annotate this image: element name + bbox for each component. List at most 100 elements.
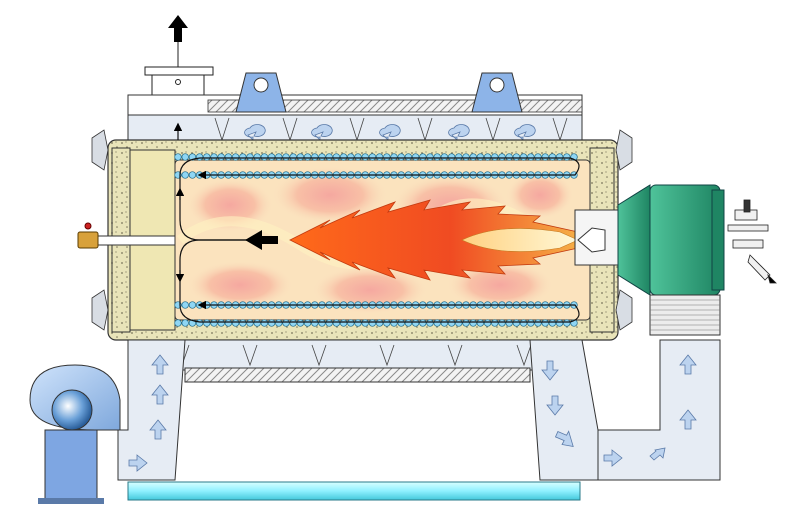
water-tube <box>505 319 513 327</box>
water-tube <box>181 301 189 309</box>
water-tube <box>397 153 405 161</box>
water-tube <box>267 319 276 327</box>
water-tube <box>174 319 182 327</box>
water-tube <box>231 319 240 327</box>
bottom-duct <box>127 339 583 383</box>
water-tube <box>296 153 305 161</box>
water-tube <box>195 153 204 161</box>
water-tube <box>289 319 297 327</box>
flame <box>245 199 583 281</box>
water-tube <box>260 319 269 327</box>
water-tube <box>462 153 470 161</box>
flue-gas-flow-lines <box>173 122 580 323</box>
water-tube <box>512 319 521 327</box>
water-tube <box>491 153 499 161</box>
water-tube <box>289 153 297 161</box>
water-tube <box>433 153 441 161</box>
water-tube <box>203 319 211 327</box>
water-tube <box>260 153 269 161</box>
water-tube <box>426 153 434 161</box>
water-tube <box>534 319 542 327</box>
water-tube <box>246 319 254 327</box>
water-tube <box>325 153 333 161</box>
water-tube <box>339 319 348 327</box>
water-tube <box>275 319 283 327</box>
water-tube <box>534 153 542 161</box>
water-tube <box>433 319 441 327</box>
water-tube <box>469 153 477 161</box>
water-tube <box>397 319 405 327</box>
water-tube <box>411 153 420 161</box>
water-tube <box>231 153 240 161</box>
water-tube <box>332 319 341 327</box>
water-tube <box>555 319 564 327</box>
water-tube <box>253 153 261 161</box>
tube-row <box>174 319 578 327</box>
water-tube <box>311 319 319 327</box>
water-tube <box>354 153 362 161</box>
water-tube <box>181 153 189 161</box>
water-tube <box>282 319 290 327</box>
flue-up-arrow-icon <box>168 15 188 42</box>
water-tube <box>282 153 290 161</box>
water-tube <box>462 319 470 327</box>
water-tube <box>347 319 355 327</box>
water-tube <box>210 153 218 161</box>
water-tube <box>239 319 247 327</box>
water-tube <box>318 153 326 161</box>
water-tube <box>527 153 535 161</box>
water-tube <box>512 153 521 161</box>
water-tube <box>455 153 463 161</box>
tube-row <box>174 153 578 161</box>
water-tube <box>419 319 427 327</box>
water-tube <box>383 319 391 327</box>
lifting-lug <box>471 72 523 113</box>
water-tube <box>483 319 492 327</box>
water-tube <box>469 319 477 327</box>
water-tube <box>303 319 312 327</box>
top-duct-arrows <box>244 124 536 141</box>
water-tube <box>311 153 319 161</box>
water-tube <box>181 171 189 179</box>
water-tube <box>217 319 225 327</box>
water-tube <box>203 153 211 161</box>
water-tube <box>498 153 506 161</box>
water-tube <box>361 153 369 161</box>
water-tube <box>426 319 434 327</box>
water-tube <box>404 319 413 327</box>
water-tube <box>440 319 449 327</box>
water-tube <box>325 319 333 327</box>
water-tube <box>368 153 377 161</box>
combustion-air-fan <box>29 364 121 504</box>
water-tube <box>390 319 398 327</box>
water-tube <box>505 153 513 161</box>
water-tube <box>339 153 348 161</box>
water-tube <box>375 153 384 161</box>
burner-assembly <box>574 184 777 336</box>
water-tube <box>275 153 283 161</box>
water-tube <box>195 319 204 327</box>
water-tube <box>476 153 485 161</box>
water-tube <box>383 153 391 161</box>
water-tube <box>411 319 420 327</box>
water-tube <box>253 319 261 327</box>
water-tube <box>332 153 341 161</box>
water-tube <box>239 153 247 161</box>
water-tube <box>563 319 571 327</box>
water-tube <box>296 319 305 327</box>
water-tube-rows <box>174 153 578 327</box>
water-tube <box>519 319 528 327</box>
water-tube <box>354 319 362 327</box>
water-tube <box>548 153 557 161</box>
water-tube <box>181 319 189 327</box>
water-tube <box>447 319 456 327</box>
water-tube <box>541 319 549 327</box>
water-tube <box>491 319 499 327</box>
water-tube <box>563 153 571 161</box>
water-tube <box>318 319 326 327</box>
drain-valve <box>77 222 176 249</box>
flame-direction-arrow-icon <box>245 230 278 250</box>
lifting-lug <box>235 72 287 113</box>
